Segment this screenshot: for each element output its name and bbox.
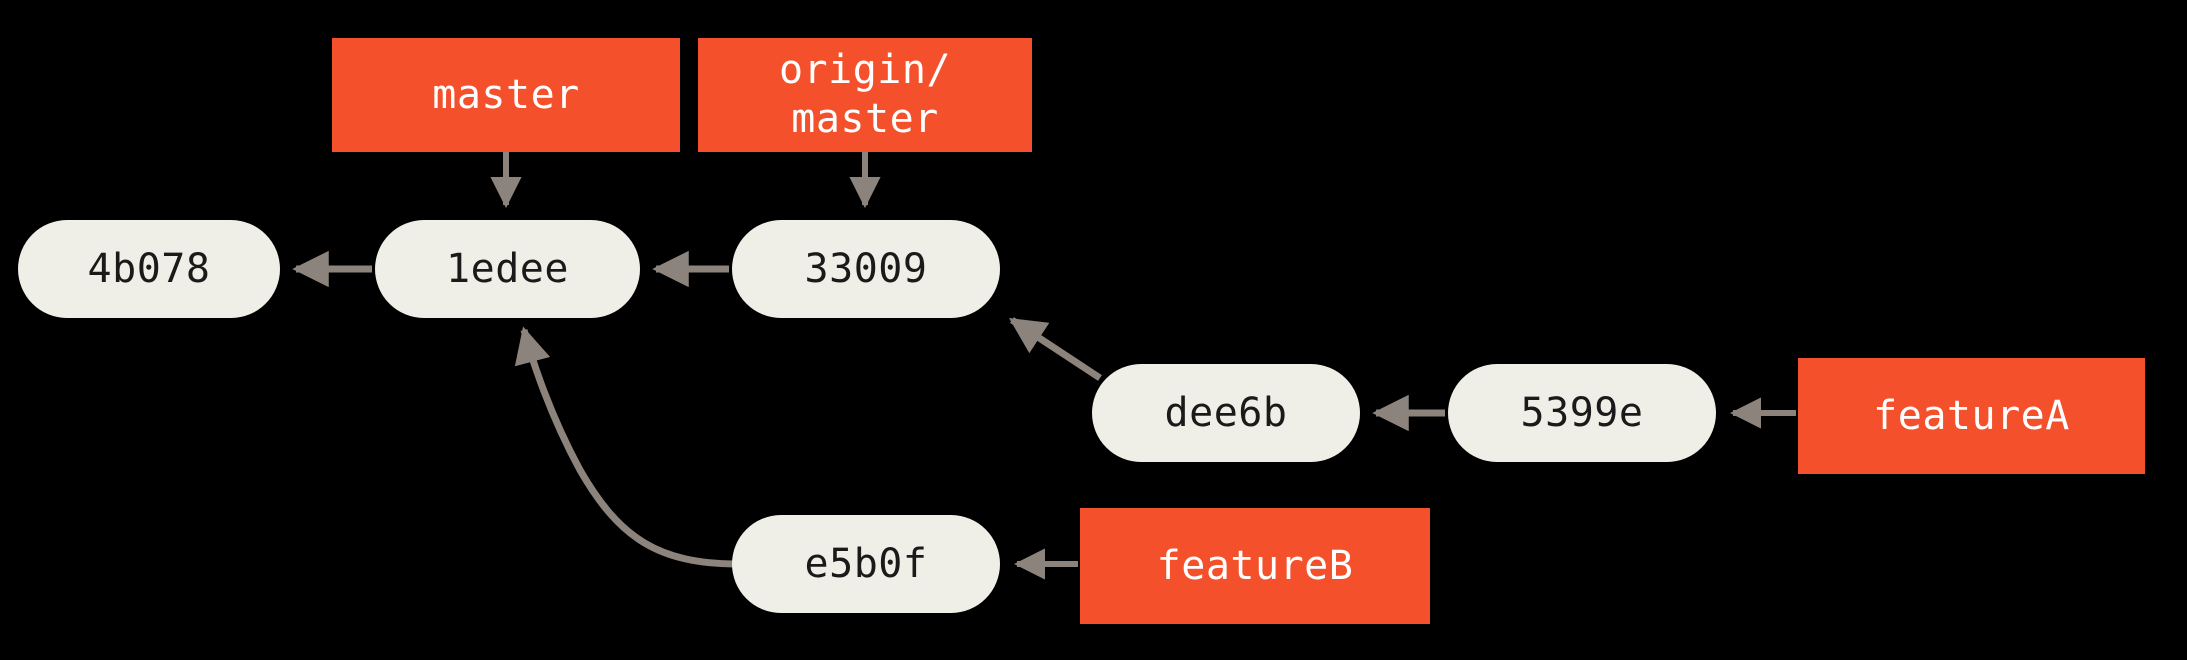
commit-node-1edee-label: 1edee bbox=[446, 246, 569, 292]
branch-label-featureB[interactable]: featureB bbox=[1080, 508, 1430, 624]
commit-node-5399e-label: 5399e bbox=[1520, 390, 1644, 436]
branch-label-featureA-text: featureA bbox=[1873, 392, 2070, 439]
commit-node-4b078[interactable]: 4b078 bbox=[18, 220, 280, 318]
branch-label-master-text: master bbox=[432, 71, 580, 118]
edge-dee6b-to-33009 bbox=[1008, 317, 1102, 381]
edge-e5b0f-to-1edee bbox=[514, 326, 736, 568]
commit-node-e5b0f-label: e5b0f bbox=[804, 541, 928, 587]
commit-node-5399e[interactable]: 5399e bbox=[1448, 364, 1716, 462]
commit-node-4b078-label: 4b078 bbox=[87, 246, 211, 292]
commit-node-1edee[interactable]: 1edee bbox=[375, 220, 640, 318]
commit-node-dee6b[interactable]: dee6b bbox=[1092, 364, 1360, 462]
branch-label-origin-master[interactable]: origin/ master bbox=[698, 38, 1032, 152]
branch-label-master[interactable]: master bbox=[332, 38, 680, 152]
branch-label-featureB-text: featureB bbox=[1156, 542, 1354, 589]
commit-node-33009-label: 33009 bbox=[804, 246, 928, 292]
branch-label-featureA[interactable]: featureA bbox=[1798, 358, 2145, 474]
commit-node-e5b0f[interactable]: e5b0f bbox=[732, 515, 1000, 613]
commit-node-33009[interactable]: 33009 bbox=[732, 220, 1000, 318]
branch-label-origin-master-text: origin/ master bbox=[778, 47, 952, 142]
commit-node-dee6b-label: dee6b bbox=[1164, 390, 1288, 436]
